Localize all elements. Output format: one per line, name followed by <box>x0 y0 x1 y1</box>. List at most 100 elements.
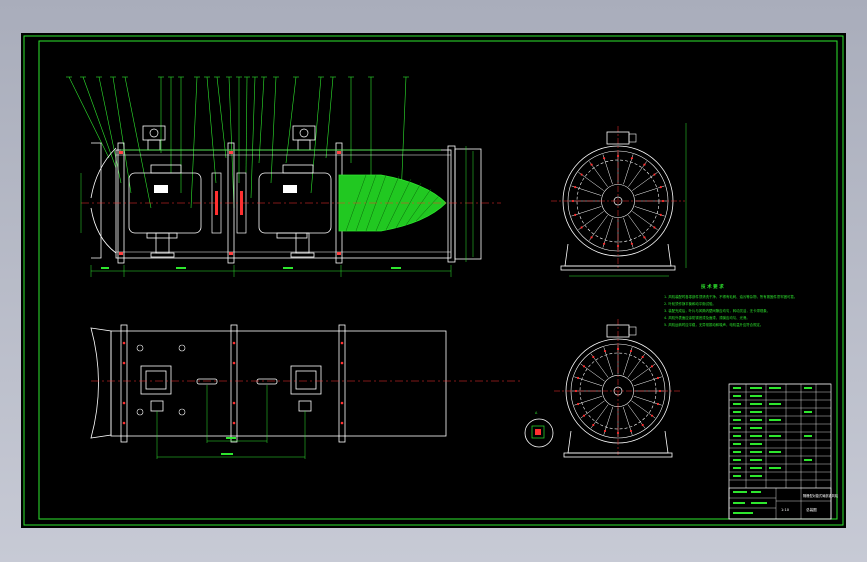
plan-window-1 <box>140 365 172 395</box>
leader-line <box>258 76 265 164</box>
end-view-top-bolt <box>630 242 634 245</box>
end-view-top-rib <box>588 161 608 187</box>
title-block-scale: 1:10 <box>781 508 790 512</box>
notes-title: 技 术 要 求 <box>701 283 724 290</box>
parts-row-mark <box>750 403 762 405</box>
outer-frame <box>23 35 844 526</box>
end-view-top-rib <box>571 206 602 217</box>
end-view-bottom-bolt <box>629 349 633 353</box>
end-view-top-bolt <box>574 185 577 189</box>
end-view-top-rib <box>632 171 658 191</box>
leader-line <box>285 76 297 164</box>
parts-row-mark <box>750 419 762 421</box>
end-view-top-rib <box>634 206 665 217</box>
parts-row-mark <box>733 475 741 477</box>
leader-line <box>400 76 407 199</box>
leader-line <box>190 76 198 209</box>
end-view-top-rib <box>634 185 665 196</box>
parts-row-mark <box>750 475 762 477</box>
end-view-top-rib <box>602 154 613 185</box>
parts-row-mark <box>804 435 812 437</box>
note-line-3: 3. 装配完成后，叶片与风筒内壁间隙应均匀，转动灵活，无卡滞现象。 <box>664 308 770 313</box>
note-line-1: 1. 风机装配时各零部件须清洗干净，不得有毛刺、油污等杂物，所有紧固件须牢固可靠… <box>664 294 797 299</box>
end-view-bottom-bolt <box>582 414 586 417</box>
side-section-view <box>66 76 501 277</box>
end-view-top-bolt <box>590 236 593 239</box>
end-view-bottom-bolt <box>629 429 633 433</box>
plan-inlet <box>90 327 112 439</box>
end-view-top-bolt <box>653 226 656 229</box>
plan-view <box>90 324 521 459</box>
plan-casing <box>110 330 447 437</box>
end-view-top-bolt <box>590 163 593 166</box>
parts-row-mark <box>750 443 762 445</box>
leader-line <box>250 76 256 199</box>
leader-line <box>325 76 334 159</box>
end-view-bottom-bolt <box>582 365 586 368</box>
junction-box-1 <box>142 125 166 141</box>
parts-row-mark <box>750 395 762 397</box>
parts-row-mark <box>733 395 741 397</box>
parts-row-mark <box>804 411 812 413</box>
leader-line <box>270 76 277 184</box>
parts-row-mark <box>769 387 781 389</box>
support-foot-1 <box>155 232 170 254</box>
end-view-bottom-bolt <box>641 423 644 427</box>
parts-row-mark <box>750 467 762 469</box>
end-view-top-bolt <box>659 213 662 217</box>
end-view-bottom-bolt <box>603 429 607 433</box>
parts-row-mark <box>804 459 812 461</box>
parts-row-mark <box>769 403 781 405</box>
end-view-bottom-bolt <box>592 423 595 427</box>
parts-row-mark <box>750 435 762 437</box>
parts-row-mark <box>733 411 741 413</box>
parts-row-mark <box>750 411 762 413</box>
parts-row-mark <box>733 419 741 421</box>
title-block-sheet: 总装图 <box>806 507 817 512</box>
end-view-top-rib <box>628 161 648 187</box>
leader-line <box>82 76 117 169</box>
parts-row-mark <box>769 451 781 453</box>
leader-line <box>206 76 217 184</box>
end-view-top-bolt <box>580 173 583 176</box>
parts-row-mark <box>804 387 812 389</box>
assembly-drawing: A 技 术 要 求 1. 风机装配时各零部件须清洗干净，不得有毛刺、油污等杂物，… <box>23 35 844 526</box>
end-view-bottom-bolt <box>650 365 654 368</box>
parts-row-mark <box>750 387 762 389</box>
end-view-bottom-bolt <box>603 349 607 353</box>
end-view-top-rib <box>571 185 602 196</box>
parts-row-mark <box>750 459 762 461</box>
parts-row-mark <box>733 467 741 469</box>
leader-line <box>98 76 122 184</box>
technical-notes: 技 术 要 求 1. 风机装配时各零部件须清洗干净，不得有毛刺、油污等杂物，所有… <box>664 283 797 327</box>
end-view-top-bolt <box>574 213 577 217</box>
parts-row-mark <box>733 435 741 437</box>
parts-row-mark <box>733 459 741 461</box>
title-block: 隔爆型对旋式局部通风机 总装图 1:10 <box>728 383 839 520</box>
end-view-bottom-bolt <box>656 376 660 380</box>
end-view-bottom-bolt <box>592 355 595 359</box>
end-view-top-rib <box>578 211 604 231</box>
end-view-top-rib <box>623 154 634 185</box>
detail-view: A <box>524 411 554 448</box>
end-view-top-bolt <box>602 242 606 245</box>
plan-window-2 <box>290 365 322 395</box>
end-view-top-bolt <box>643 163 646 166</box>
note-line-2: 2. 叶轮须作静平衡和动平衡试验。 <box>664 301 716 306</box>
end-view-bottom-bolt <box>650 414 654 417</box>
leader-line <box>310 76 322 194</box>
end-view-top-bolt <box>602 157 606 160</box>
note-line-4: 4. 风机外表面应涂防锈底漆及面漆，漆膜应均匀、光滑。 <box>664 315 750 320</box>
end-view-bottom-bolt <box>641 355 644 359</box>
end-view-top-cable-gland <box>628 133 637 143</box>
title-block-name: 隔爆型对旋式局部通风机 <box>803 493 839 498</box>
outlet-flange <box>447 145 456 263</box>
end-view-top-bolt <box>659 185 662 189</box>
end-view-top-rib <box>628 215 648 241</box>
part-leader-lines <box>66 76 409 209</box>
end-views <box>551 123 687 458</box>
end-view-top-base-plate <box>560 265 676 271</box>
leader-line <box>112 76 132 194</box>
parts-row-mark <box>733 387 741 389</box>
